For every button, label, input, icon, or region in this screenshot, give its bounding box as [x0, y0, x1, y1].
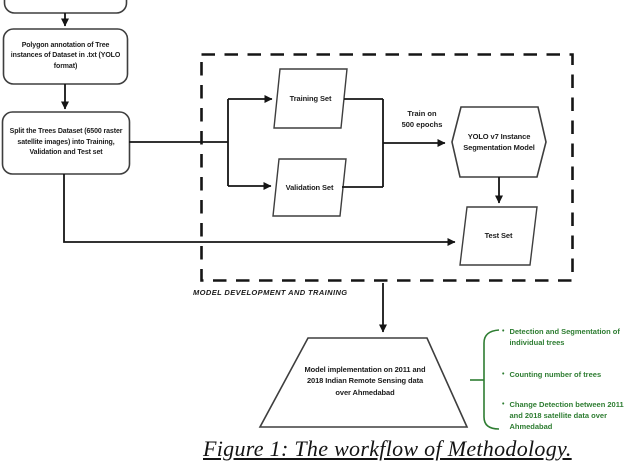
yolo-model-hexagon: [451, 106, 547, 178]
outcome-item-text: Counting number of trees: [509, 370, 602, 379]
split-dataset-label: Split the Trees Dataset (6500 raster sat…: [9, 128, 123, 157]
yolo-model-label: YOLO v7 Instance Segmentation Model: [463, 131, 535, 152]
training-set-parallelogram: [273, 68, 348, 129]
outcome-item-detection: • Detection and Segmentation of individu…: [502, 326, 640, 348]
validation-set-label: Validation Set: [285, 182, 334, 192]
arrow-split-to-test: [63, 174, 456, 246]
outcome-item-counting: • Counting number of trees: [502, 369, 640, 380]
outcome-item-text: Change Detection between 2011 and 2018 s…: [509, 400, 624, 431]
outcome-item-text: Detection and Segmentation of individual…: [509, 327, 620, 347]
test-set-parallelogram: [459, 206, 538, 266]
split-dataset-node-shape: [1, 111, 131, 175]
model-implementation-label: Model implementation on 2011 and 2018 In…: [304, 365, 426, 397]
model-development-region-label: MODEL DEVELOPMENT AND TRAINING: [193, 288, 348, 297]
validation-set-parallelogram: [272, 158, 347, 217]
brace-curve: [483, 329, 500, 430]
model-implementation-trapezoid: [258, 337, 469, 428]
outcome-brace: [470, 329, 500, 430]
figure-caption: Figure 1: The workflow of Methodology.: [203, 436, 572, 461]
train-epochs-edge-label: Train on 500 epochs: [401, 109, 443, 129]
bullet-icon: •: [502, 371, 505, 378]
training-set-label: Training Set: [289, 93, 332, 103]
clipped-top-node-shape: [3, 0, 128, 14]
bullet-icon: •: [502, 328, 505, 335]
model-development-dashed-region: [200, 53, 574, 282]
bullet-icon: •: [502, 401, 505, 408]
connector-lines: [61, 13, 503, 333]
polygon-annotation-label: Polygon annotation of Tree instances of …: [10, 41, 121, 70]
test-set-label: Test Set: [484, 231, 513, 241]
outcome-item-change-detection: • Change Detection between 2011 and 2018…: [502, 399, 640, 432]
